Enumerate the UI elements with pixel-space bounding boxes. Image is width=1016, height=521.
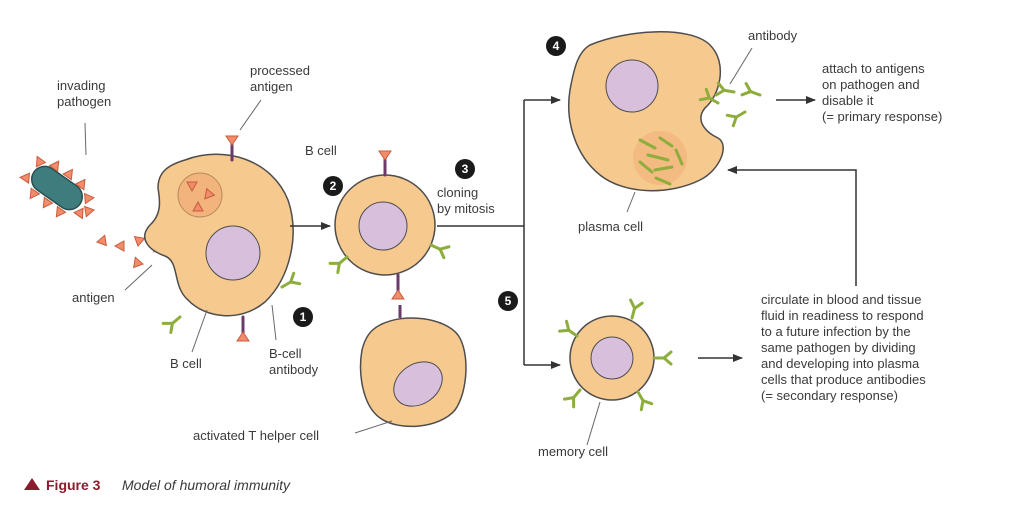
labels: invading pathogen processed antigen anti… [57,28,942,459]
primary-response-line-2: on pathogen and [822,77,920,92]
primary-response-line-1: attach to antigens [822,61,925,76]
secondary-response-line-1: circulate in blood and tissue [761,292,921,307]
t-helper-label: activated T helper cell [193,428,319,443]
leader-lines [84,47,753,446]
flow-arrows [290,96,857,369]
b-cell-2-label: B cell [305,143,337,158]
primary-response-line-4: (= primary response) [822,109,942,124]
t-helper-cell [359,305,467,428]
invading-pathogen [19,153,95,222]
step-1-number: 1 [300,310,307,324]
b-cell-1 [144,134,302,343]
memory-cell [558,298,673,412]
secondary-response-line-2: fluid in readiness to respond [761,308,924,323]
plasma-cell [568,31,764,192]
antigen-label: antigen [72,290,115,305]
caption-title: Model of humoral immunity [122,477,291,493]
step-2-number: 2 [330,179,337,193]
step-4-number: 4 [553,39,560,53]
b-cell-1-label: B cell [170,356,202,371]
secondary-response-line-5: and developing into plasma [761,356,920,371]
invading-pathogen-label-1: invading [57,78,105,93]
b-cell-2 [328,149,451,301]
figure-caption: Figure 3 Model of humoral immunity [24,477,291,493]
step-3-number: 3 [462,162,469,176]
secondary-response-line-3: to a future infection by the [761,324,911,339]
b-cell-antibody-label-1: B-cell [269,346,302,361]
secondary-response-line-4: same pathogen by dividing [761,340,916,355]
caption-triangle-icon [24,478,40,490]
plasma-cell-label: plasma cell [578,219,643,234]
cloning-label-1: cloning [437,185,478,200]
primary-response-line-3: disable it [822,93,874,108]
antibody-label: antibody [748,28,798,43]
memory-cell-label: memory cell [538,444,608,459]
step-badges: 1 2 3 4 5 [293,36,566,327]
secondary-response-line-6: cells that produce antibodies [761,372,926,387]
processed-antigen-label-2: antigen [250,79,293,94]
b-cell-antibody-label-2: antibody [269,362,319,377]
caption-figure-number: Figure 3 [46,477,101,493]
step-5-number: 5 [505,294,512,308]
processed-antigen-label-1: processed [250,63,310,78]
cloning-label-2: by mitosis [437,201,495,216]
secondary-response-line-7: (= secondary response) [761,388,898,403]
invading-pathogen-label-2: pathogen [57,94,111,109]
